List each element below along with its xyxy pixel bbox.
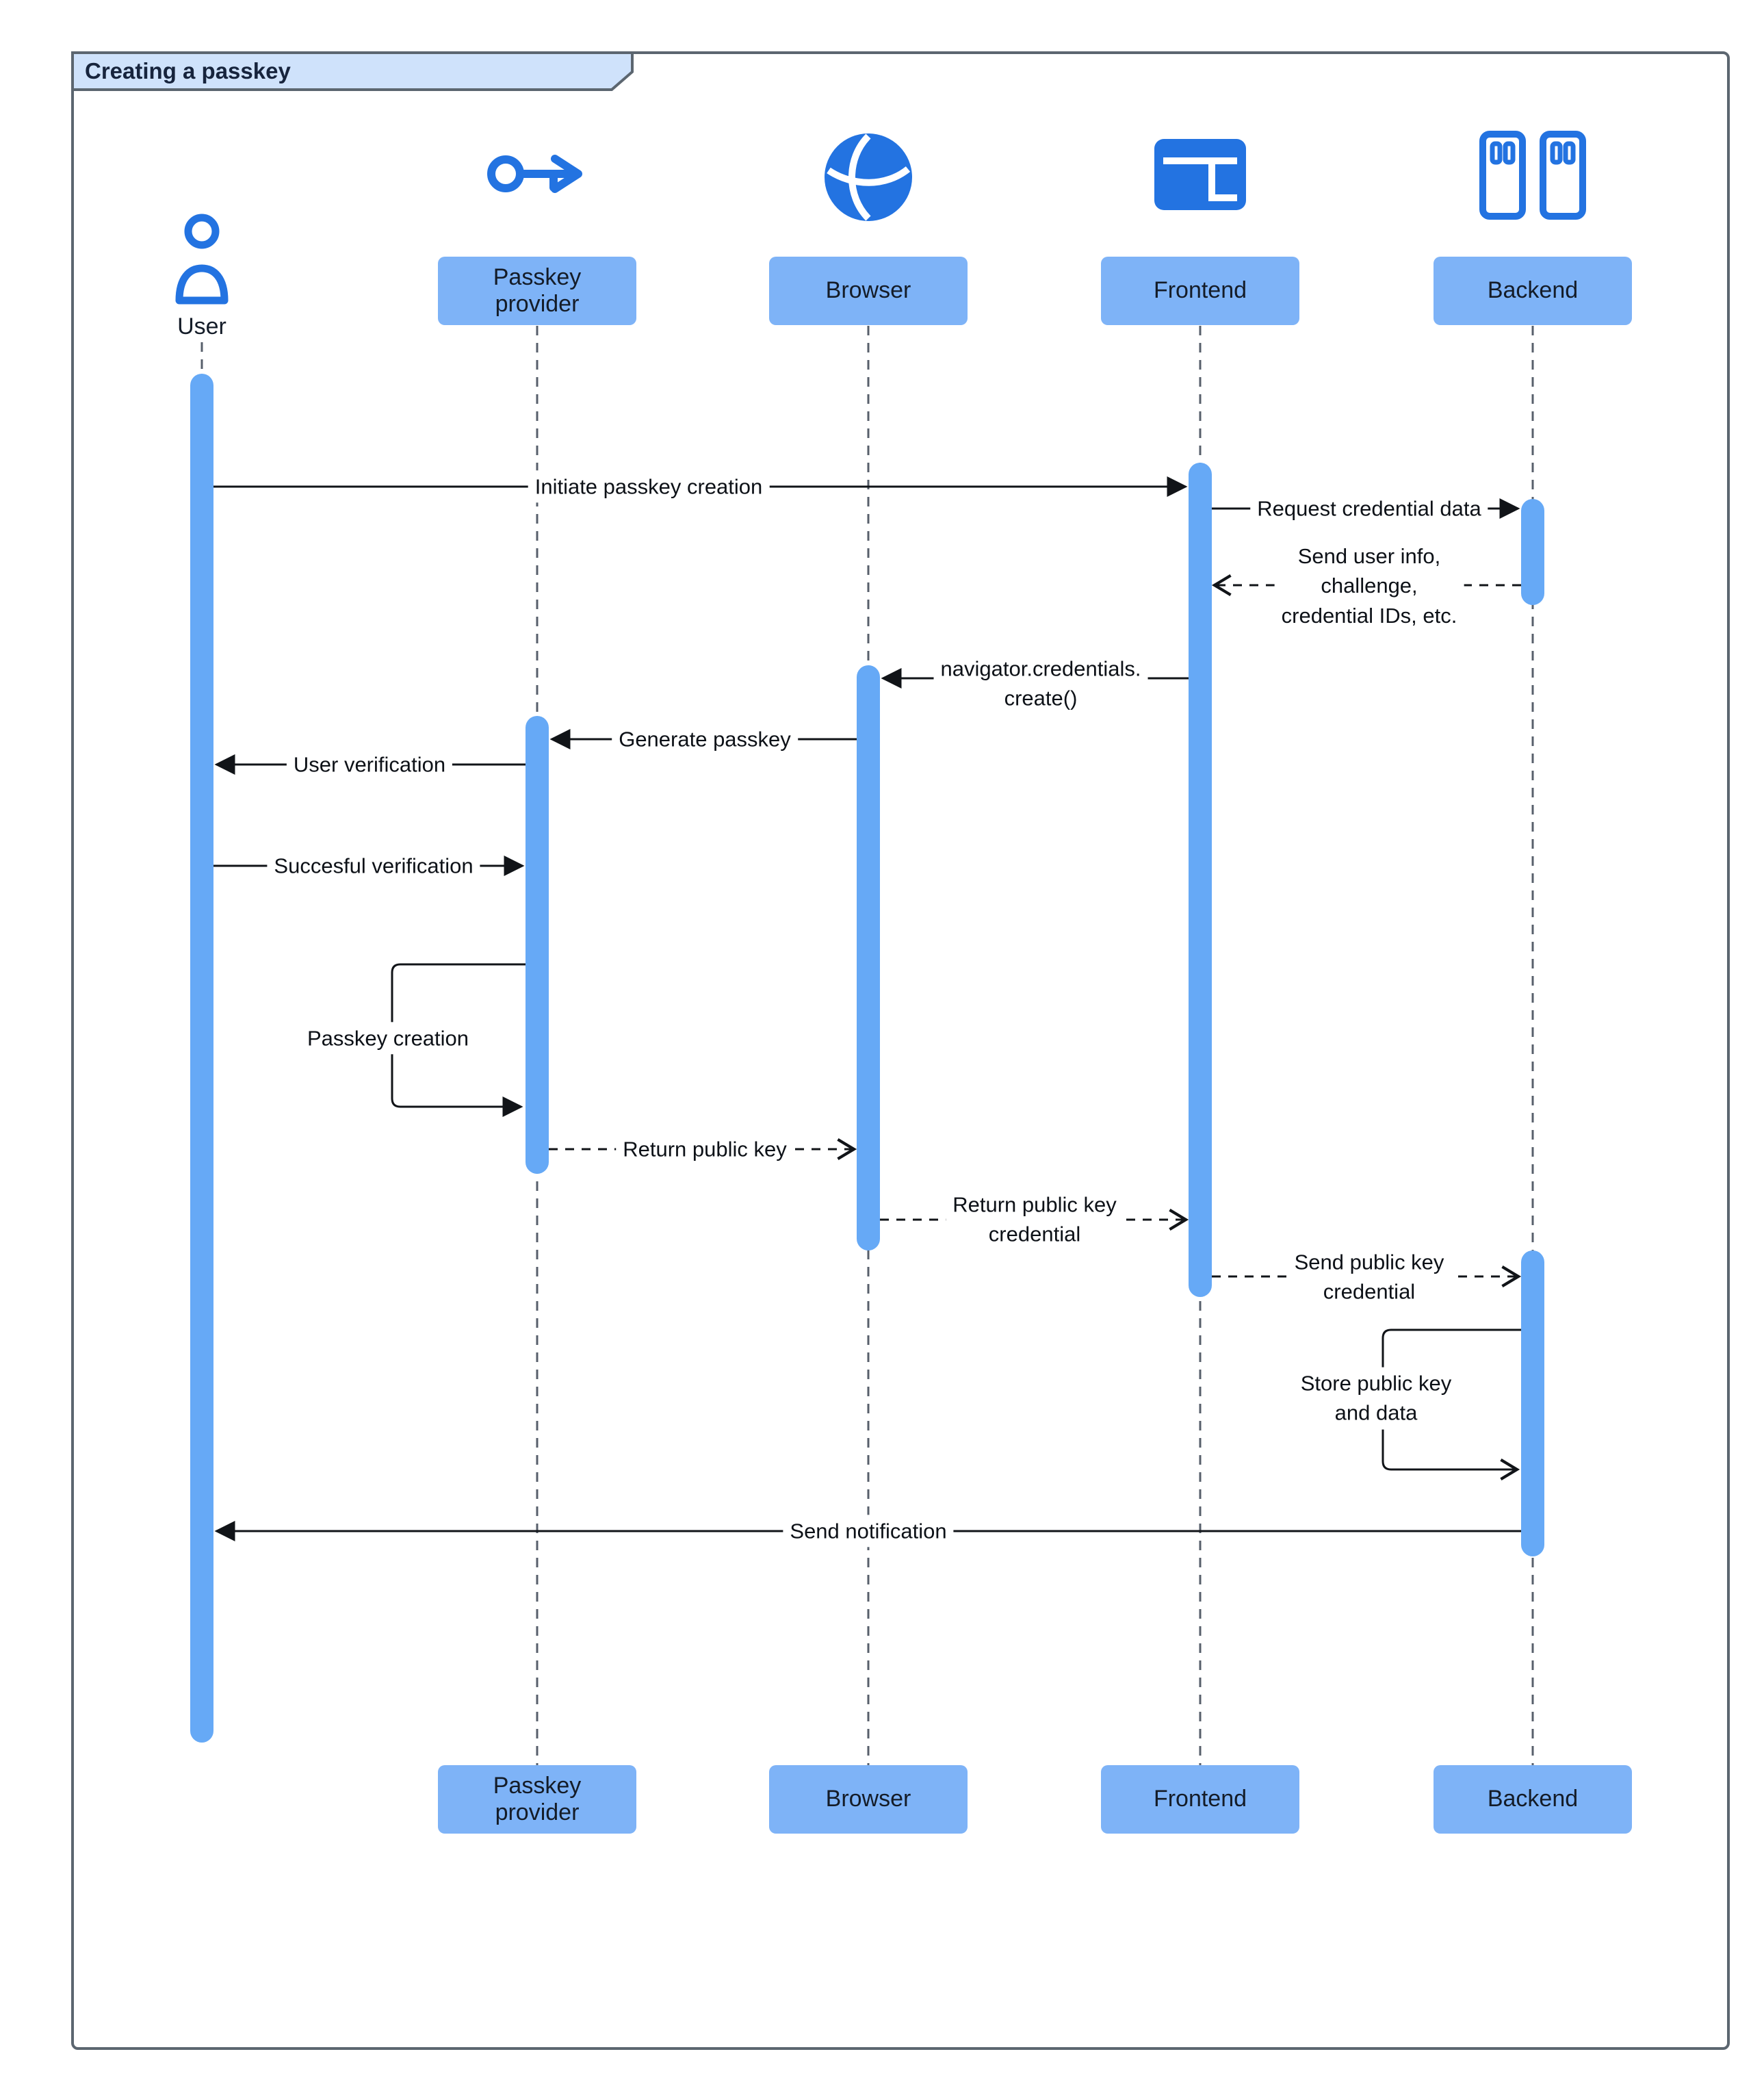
message-label-user-verification: User verification (286, 748, 453, 781)
user-icon (175, 214, 229, 305)
actor-box-bottom-backend: Backend (1434, 1765, 1632, 1834)
actor-box-top-browser: Browser (769, 257, 968, 325)
window-layout-icon (1154, 139, 1246, 210)
globe-icon (825, 133, 912, 221)
actor-label-user: User (177, 313, 226, 339)
message-label-return-public-key: Return public key (616, 1133, 794, 1166)
actor-box-top-frontend: Frontend (1101, 257, 1299, 325)
actor-box-bottom-passkey-provider: Passkey provider (438, 1765, 636, 1834)
message-label-request-credential-data: Request credential data (1250, 492, 1488, 525)
server-icon (1479, 131, 1586, 220)
message-label-navigator-credentials-create: navigator.credentials. create() (933, 652, 1148, 715)
message-label-store-public-key: Store public key and data (1293, 1367, 1459, 1430)
message-label-send-notification: Send notification (783, 1515, 954, 1548)
message-label-succesful-verification: Succesful verification (267, 849, 480, 882)
message-label-send-public-key-credential: Send public key credential (1287, 1246, 1451, 1309)
title-tab-shape (71, 51, 634, 91)
actor-box-top-passkey-provider: Passkey provider (438, 257, 636, 325)
message-label-send-user-info: Send user info, challenge, credential ID… (1274, 539, 1464, 632)
actor-box-top-backend: Backend (1434, 257, 1632, 325)
message-label-generate-passkey: Generate passkey (612, 723, 798, 756)
actor-box-bottom-browser: Browser (769, 1765, 968, 1834)
message-label-initiate-passkey-creation: Initiate passkey creation (528, 470, 770, 503)
diagram-title: Creating a passkey (85, 58, 291, 84)
actor-box-bottom-frontend: Frontend (1101, 1765, 1299, 1834)
message-label-passkey-creation: Passkey creation (300, 1022, 476, 1055)
passkey-key-icon (487, 155, 582, 193)
title-tab (71, 51, 634, 91)
message-label-return-public-key-credential: Return public key credential (946, 1188, 1124, 1251)
